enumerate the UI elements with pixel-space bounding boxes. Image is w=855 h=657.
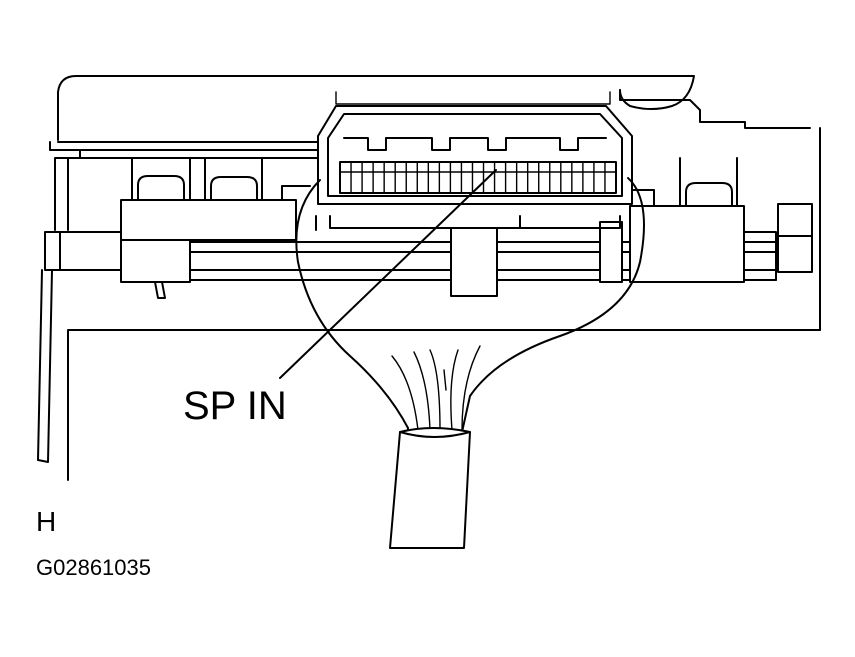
wire-1	[391, 355, 419, 431]
callout-label-sp-in: SP IN	[183, 384, 287, 428]
harness-outline-right	[461, 177, 645, 433]
left-slot-1	[131, 157, 191, 201]
wire-2	[413, 351, 431, 431]
mounting-rail-left	[44, 231, 122, 271]
connector-key-notches	[343, 137, 607, 151]
housing-outline	[57, 75, 695, 141]
wire-3	[429, 349, 441, 431]
left-slot-2	[204, 157, 263, 201]
housing-step	[619, 89, 811, 129]
centre-clip	[450, 227, 498, 297]
connector-pins	[339, 161, 617, 194]
harness-outline-left	[295, 179, 409, 501]
right-mount-block	[629, 205, 745, 283]
housing-flange	[49, 141, 331, 151]
wire-4	[450, 349, 459, 431]
right-end-cap	[777, 203, 813, 273]
connector-inner-edge	[327, 113, 623, 197]
pin-row-frame	[339, 161, 617, 194]
lower-housing	[37, 269, 821, 481]
wire-5	[461, 345, 481, 431]
view-code-label: H	[36, 506, 57, 537]
harness-sleeve	[389, 427, 471, 549]
callout-leader	[279, 169, 497, 379]
figure-id-label: G02861035	[36, 555, 151, 580]
left-frame	[54, 157, 321, 231]
